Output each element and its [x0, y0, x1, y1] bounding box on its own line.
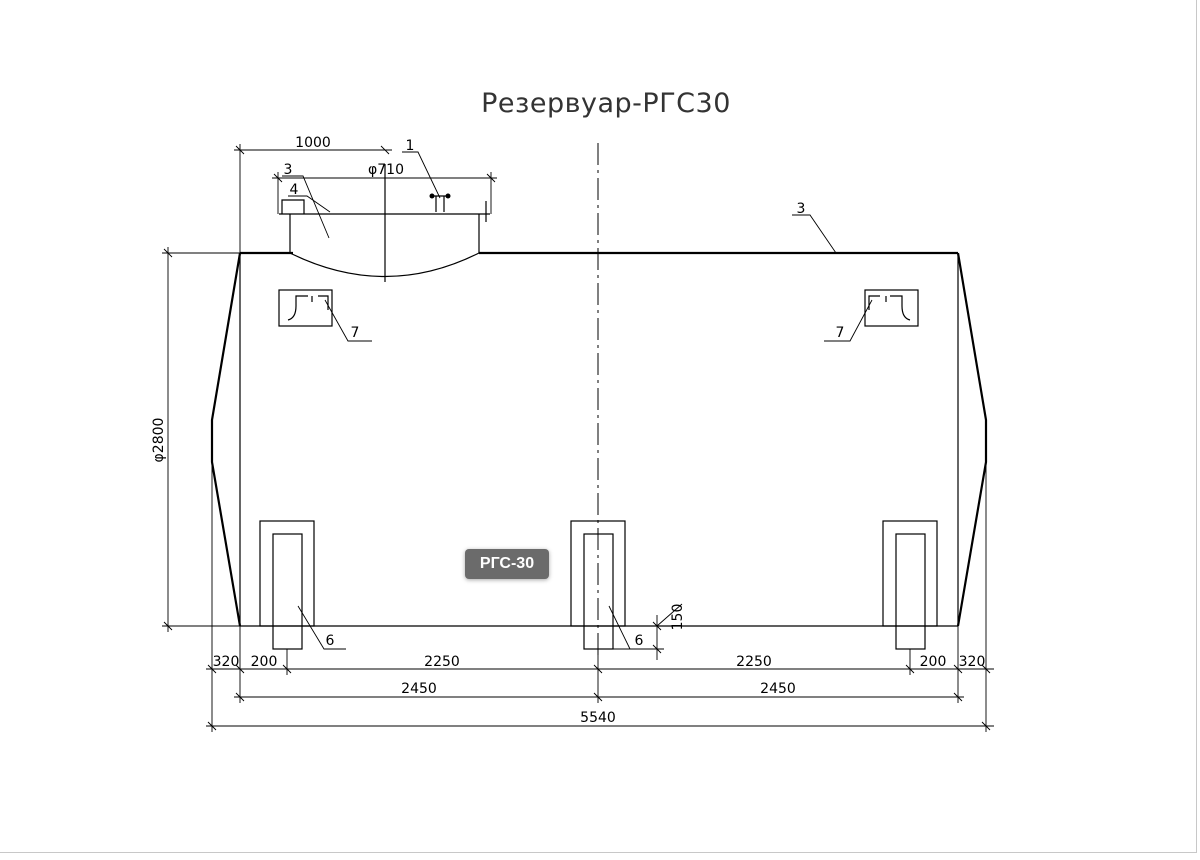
neck-hatch	[279, 164, 490, 282]
dim-support-left: 200	[251, 654, 278, 670]
dim-150-ticks	[652, 603, 683, 654]
dim-support-height	[613, 603, 683, 660]
leader-support-left	[297, 605, 346, 650]
dim-end-right: 320	[959, 654, 986, 670]
callout-valve: 1	[406, 138, 415, 154]
dim-2800-lines	[162, 247, 240, 632]
model-badge: РГС-30	[465, 549, 549, 579]
dim-row2-ticks	[235, 692, 963, 702]
callout-neck-inner: 4	[290, 182, 299, 198]
dim-tank-diameter-label: φ2800	[151, 418, 167, 463]
support-center-outer	[570, 520, 626, 627]
callout-ladder-right: 7	[836, 325, 845, 341]
dim-neck-offset: 1000	[295, 135, 331, 151]
dim-support-right: 200	[920, 654, 947, 670]
leader-ladder-right	[824, 299, 873, 342]
leader-support-center	[608, 605, 650, 650]
ladder-right-frame	[864, 289, 919, 327]
valve-knob-left	[429, 193, 435, 199]
leader-shell	[792, 214, 837, 254]
support-left	[259, 520, 346, 650]
right-end-cap	[956, 252, 988, 627]
left-end-cap	[210, 252, 242, 627]
neck-bracket-left	[281, 199, 305, 214]
callout-neck-shell: 3	[284, 162, 293, 178]
dim-2800-ticks	[163, 248, 173, 631]
support-right	[882, 520, 938, 650]
leader-neck-inner	[288, 195, 331, 213]
support-center	[570, 520, 650, 650]
callout-ladder-left: 7	[351, 325, 360, 341]
dim-half-right: 2450	[760, 681, 796, 697]
dim-row1-ticks	[207, 664, 991, 674]
dim-neck-diameter: φ710	[368, 162, 404, 178]
valve-knob-right	[445, 193, 451, 199]
ladder-bracket-right	[824, 289, 919, 342]
support-right-inner	[895, 533, 926, 650]
support-center-inner	[583, 533, 614, 650]
support-right-outer	[882, 520, 938, 627]
ladder-left-symbol	[287, 295, 329, 321]
dim-end-left: 320	[213, 654, 240, 670]
dim-tank-diameter	[162, 247, 240, 632]
support-left-outer	[259, 520, 315, 627]
bottom-dimension-chains	[206, 462, 994, 732]
dim-total-length: 5540	[580, 710, 616, 726]
valve-icon	[430, 195, 450, 212]
leader-valve	[402, 151, 441, 199]
dim-710-line	[272, 172, 497, 214]
dim-half-left: 2450	[401, 681, 437, 697]
callout-support-center: 6	[635, 633, 644, 649]
leader-neck-shell	[282, 175, 330, 239]
dim-extension-lines	[211, 462, 987, 732]
ladder-right-symbol	[868, 295, 911, 321]
drawing-title: Резервуар-РГС30	[481, 88, 731, 119]
neck-dimensions	[234, 144, 497, 253]
dim-inner-left: 2250	[424, 654, 460, 670]
ladder-left-frame	[278, 289, 333, 327]
dim-150-lines	[613, 615, 664, 660]
dim-710-ticks	[273, 173, 496, 183]
dim-inner-right: 2250	[736, 654, 772, 670]
dim-row3-ticks	[207, 721, 991, 731]
ladder-bracket-left	[278, 289, 372, 342]
dim-1000-line	[234, 144, 392, 253]
leader-ladder-left	[324, 299, 372, 342]
callout-shell: 3	[797, 201, 806, 217]
dim-support-height-label: 150	[670, 604, 686, 631]
dim-1000-ticks	[235, 145, 390, 155]
support-left-inner	[272, 533, 303, 650]
callout-support-left: 6	[326, 633, 335, 649]
